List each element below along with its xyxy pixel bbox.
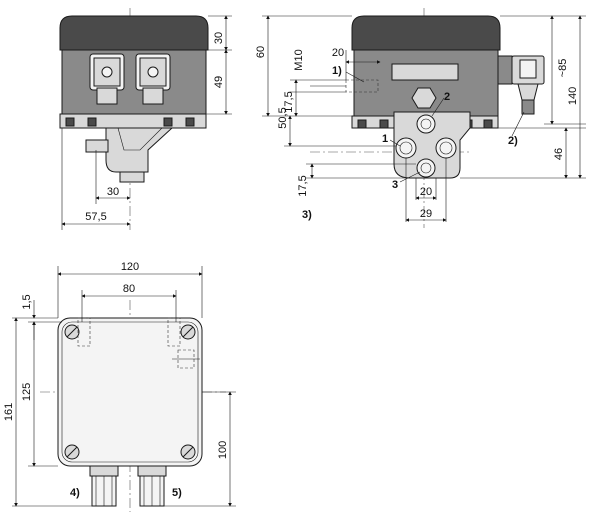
callout-2: 2) (508, 135, 518, 147)
dim-total-60: 60 (255, 46, 267, 58)
dim-height-85: ~85 (557, 59, 569, 78)
top-view: 120 80 1,5 125 161 100 4) 5) (3, 261, 236, 512)
dim-depth-17-5-bottom: 17,5 (297, 175, 309, 196)
dim-edge-1-5: 1,5 (21, 294, 33, 309)
dim-depth-50-5: 50,5 (277, 107, 289, 128)
cable-gland-right (137, 465, 167, 507)
dim-depth-17-5-top: 17,5 (283, 91, 295, 112)
callout-4: 4) (70, 487, 80, 499)
dim-height-161: 161 (3, 403, 15, 421)
corner-screw-br (180, 444, 196, 460)
front-connector-left (89, 53, 125, 105)
corner-screw-tr (180, 324, 196, 340)
side-view: 60 17,5 50,5 M10 20 ~85 140 46 17,5 (255, 8, 586, 228)
dim-port-spacing-20: 20 (420, 186, 432, 198)
front-connector-right (135, 53, 171, 105)
dim-top-height: 30 (213, 32, 225, 44)
dim-conduit-offset: 30 (107, 186, 119, 198)
dim-height-46: 46 (553, 148, 565, 160)
port-label-2: 2 (444, 91, 450, 103)
cable-gland-left (89, 465, 119, 507)
front-view: 30 49 30 57,5 (59, 8, 232, 230)
port-label-3: 3 (392, 179, 398, 191)
top-housing (57, 317, 203, 467)
dim-port-spacing-29: 29 (420, 208, 432, 220)
dim-hole-spacing-80: 80 (123, 283, 135, 295)
side-valve-block (393, 111, 471, 179)
dim-height-140: 140 (567, 87, 579, 105)
front-housing (61, 49, 207, 115)
dim-thread-m10: M10 (293, 49, 305, 70)
dim-offset-20: 20 (332, 47, 344, 59)
callout-5: 5) (172, 487, 182, 499)
port-label-1: 1 (382, 133, 388, 145)
dim-height-125: 125 (21, 383, 33, 401)
callout-1: 1) (332, 65, 342, 77)
side-cover (351, 15, 501, 51)
side-plug-connector (497, 55, 545, 115)
dim-width-120: 120 (121, 261, 139, 273)
callout-3: 3) (302, 209, 312, 221)
dim-body-height: 49 (213, 76, 225, 88)
front-cover (59, 15, 209, 51)
dim-height-100: 100 (217, 441, 229, 459)
corner-screw-bl (64, 444, 80, 460)
dim-half-width: 57,5 (85, 211, 106, 223)
corner-screw-tl (64, 324, 80, 340)
